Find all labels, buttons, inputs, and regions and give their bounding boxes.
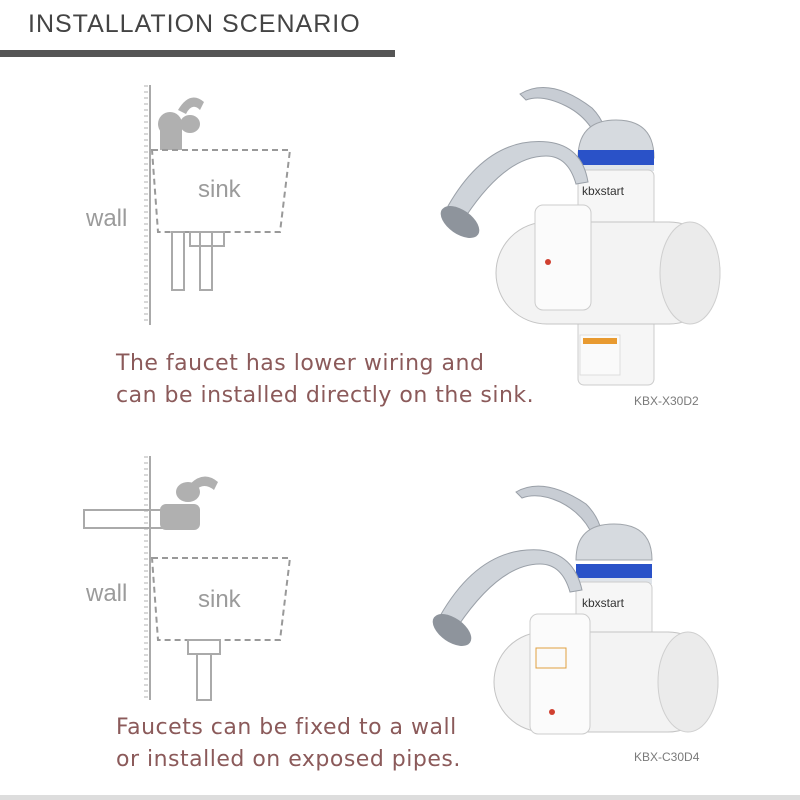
pipe-left [171, 231, 185, 291]
wall-pipe [83, 509, 165, 529]
sink-label: sink [198, 176, 241, 203]
faucet-silhouette-icon [158, 97, 204, 150]
brand-label: kbxstart [582, 596, 625, 610]
pipe-connector [189, 231, 225, 247]
model-number: KBX-C30D4 [634, 750, 700, 764]
title-underline [0, 50, 395, 57]
pipe-right [199, 231, 213, 291]
wall-mount-diagram [83, 456, 719, 735]
faucet-silhouette-icon [160, 476, 218, 530]
caption-wall-mount: Faucets can be fixed to a wall or instal… [116, 712, 461, 776]
caption-line: The faucet has lower wiring and [116, 351, 485, 376]
scenario-wall-mount: wall sink kbxstart Faucets can be fixed … [0, 400, 800, 780]
caption-line: can be installed directly on the sink. [116, 383, 535, 408]
model-number: KBX-X30D2 [634, 394, 699, 408]
scenario-sink-mount: wall sink kbxstart The faucet has lower … [0, 0, 800, 408]
bottom-divider [0, 795, 800, 800]
sink-mount-diagram [144, 85, 721, 386]
wall-label: wall [86, 580, 128, 607]
faucet-product-icon [432, 485, 719, 735]
drain-pipe [196, 653, 212, 701]
brand-label: kbxstart [582, 184, 625, 198]
drain-connector [187, 639, 221, 655]
wall-label: wall [86, 205, 128, 232]
caption-sink-mount: The faucet has lower wiring and can be i… [116, 348, 534, 412]
page-title: INSTALLATION SCENARIO [28, 10, 361, 38]
sink-outline [150, 557, 292, 641]
caption-line: or installed on exposed pipes. [116, 747, 461, 772]
sink-label: sink [198, 586, 241, 613]
sink-outline [150, 149, 292, 233]
caption-line: Faucets can be fixed to a wall [116, 715, 457, 740]
faucet-product-icon [440, 87, 721, 386]
